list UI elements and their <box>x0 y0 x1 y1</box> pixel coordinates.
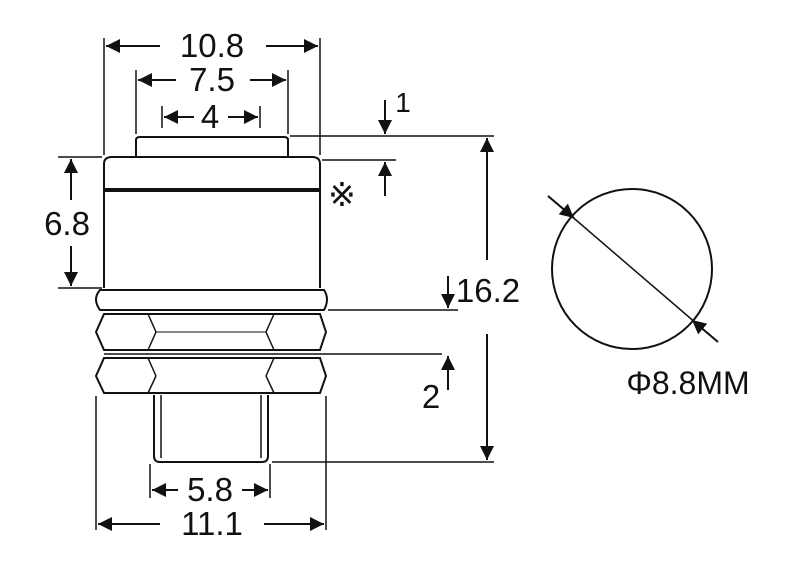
dim-nut-thickness: 2 <box>422 276 455 415</box>
dim-button-width: 4 <box>161 98 261 135</box>
dim-top-width: 10.8 <box>106 27 318 64</box>
dim-button-height-label: 1 <box>395 87 411 118</box>
dim-button-width-label: 4 <box>201 98 219 135</box>
dim-thread-width-label: 5.8 <box>187 471 233 508</box>
push-button <box>135 136 289 157</box>
cap-body <box>103 156 321 288</box>
dim-nut-width: 11.1 <box>98 505 324 542</box>
dim-nut-thickness-label: 2 <box>422 378 440 415</box>
extension-lines <box>58 38 494 530</box>
dim-nut-width-label: 11.1 <box>181 505 243 542</box>
dim-total-height: 16.2 <box>456 138 520 460</box>
dim-thread-width: 5.8 <box>152 471 268 508</box>
dim-body-height-label: 6.8 <box>44 205 90 242</box>
dim-top-width-label: 10.8 <box>180 27 244 64</box>
note-mark: ※ <box>328 176 356 213</box>
lower-nut <box>94 357 328 394</box>
flange-ring <box>95 289 328 311</box>
dim-body-height: 6.8 <box>44 159 90 286</box>
dim-button-height: 1 <box>378 87 411 196</box>
dim-cap-width-label: 7.5 <box>189 61 235 98</box>
upper-nut <box>94 313 328 351</box>
dim-cap-width: 7.5 <box>138 61 286 98</box>
panel-hole-circle <box>551 188 713 350</box>
switch-side-view <box>94 136 442 463</box>
panel-hole: Φ8.8MM <box>547 188 750 401</box>
panel-hole-label: Φ8.8MM <box>626 365 749 401</box>
dim-total-height-label: 16.2 <box>456 272 520 309</box>
threaded-bushing <box>153 395 269 463</box>
